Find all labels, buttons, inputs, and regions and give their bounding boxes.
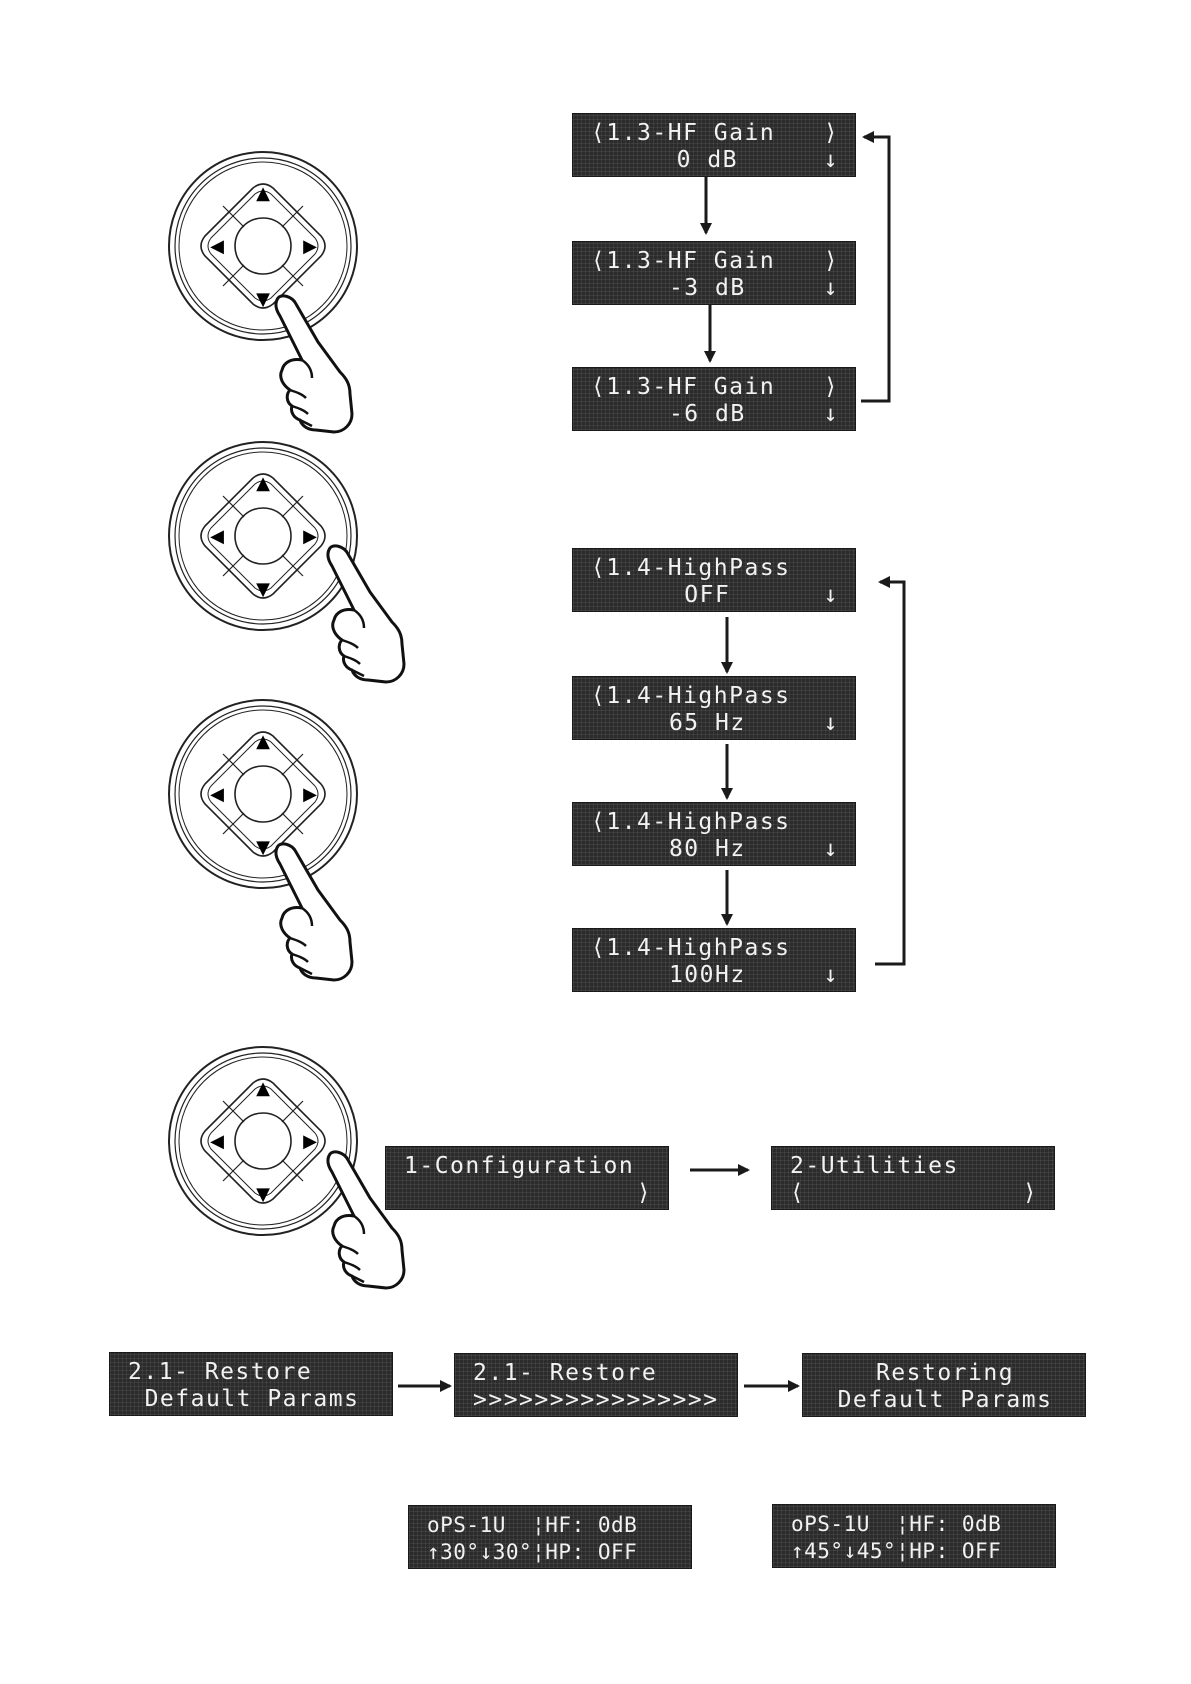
lcd-value: 65 Hz [668,710,746,736]
pad-right-icon: ▶ [303,526,317,547]
pad-up-icon: ▲ [256,1078,270,1099]
right-bracket-icon: ⟩ [1022,1180,1038,1206]
lcd-value: OFF [684,582,731,608]
pad-up-icon: ▲ [256,731,270,752]
lcd-line1: 2.1- Restore [128,1359,313,1385]
lcd-restore-step2: 2.1- Restore >>>>>>>>>>>>>>>> [454,1353,738,1417]
pad-left-icon: ◀ [210,236,224,257]
loop-back-arrow [875,576,906,966]
loop-back-arrow [861,131,891,403]
down-arrow-icon: ↓ [823,401,839,427]
lcd-line1: ⟨1.4-HighPass [591,809,791,835]
pad-left-icon: ◀ [210,784,224,805]
highpass-arrows [721,576,906,966]
lcd-highpass-100hz: ⟨1.4-HighPass 100Hz ↓ [572,928,856,992]
lcd-line1: oPS-1U ¦HF: 0dB [427,1513,638,1537]
lcd-line1: 1-Configuration [404,1153,635,1179]
lcd-utilities: 2-Utilities ⟨ ⟩ [771,1146,1055,1210]
lcd-line1: 2.1- Restore [473,1360,658,1386]
down-arrow-icon: ↓ [823,147,839,173]
lcd-line2: Default Params [837,1387,1053,1413]
right-bracket-icon: ⟩ [636,1180,652,1206]
lcd-restore-step3: Restoring Default Params [802,1353,1086,1417]
pointing-hand-icon [326,544,406,684]
lcd-status-45deg: oPS-1U ¦HF: 0dB ↑45°↓45°¦HP: OFF [772,1504,1056,1568]
lcd-line2: ↑30°↓30°¦HP: OFF [427,1540,638,1564]
lcd-line1: ⟨1.3-HF Gain [591,374,776,400]
down-arrow-icon: ↓ [823,710,839,736]
lcd-line1: ⟨1.4-HighPass [591,935,791,961]
lcd-value: -3 dB [668,275,746,301]
lcd-line2: Default Params [144,1386,360,1412]
nav-pad-right-1: ▲ ▼ ◀ ▶ [168,441,406,684]
lcd-right-bracket: ⟩ [823,374,839,400]
lcd-progress: >>>>>>>>>>>>>>>> [473,1387,719,1413]
lcd-line1: Restoring [875,1360,1015,1386]
left-bracket-icon: ⟨ [790,1180,806,1206]
pad-right-icon: ▶ [303,784,317,805]
lcd-right-bracket: ⟩ [823,120,839,146]
hf-gain-arrows [700,131,891,403]
nav-pad-down-2: ▲ ▼ ◀ ▶ [168,699,358,982]
lcd-line1: ⟨1.3-HF Gain [591,248,776,274]
nav-pad-down-1: ▲ ▼ ◀ ▶ [168,151,358,434]
pad-left-icon: ◀ [210,526,224,547]
pad-right-icon: ▶ [303,1131,317,1152]
down-arrow-icon: ↓ [823,836,839,862]
pad-down-icon: ▼ [256,579,270,600]
pad-up-icon: ▲ [256,473,270,494]
lcd-value: 80 Hz [668,836,746,862]
lcd-highpass-off: ⟨1.4-HighPass OFF ↓ [572,548,856,612]
lcd-restore-step1: 2.1- Restore Default Params [109,1352,393,1416]
lcd-line1: ⟨1.4-HighPass [591,683,791,709]
lcd-hf-gain-minus6db: ⟨1.3-HF Gain ⟩ -6 dB ↓ [572,367,856,431]
lcd-value: -6 dB [668,401,746,427]
down-arrow-icon: ↓ [823,582,839,608]
lcd-value: 100Hz [668,962,746,988]
lcd-line1: oPS-1U ¦HF: 0dB [791,1512,1002,1536]
lcd-hf-gain-0db: ⟨1.3-HF Gain ⟩ 0 dB ↓ [572,113,856,177]
down-arrow-icon: ↓ [823,962,839,988]
pad-up-icon: ▲ [256,183,270,204]
lcd-line1: ⟨1.4-HighPass [591,555,791,581]
lcd-configuration: 1-Configuration ⟩ [385,1146,669,1210]
lcd-value: 0 dB [676,147,739,173]
lcd-right-bracket: ⟩ [823,248,839,274]
pad-right-icon: ▶ [303,236,317,257]
lcd-status-30deg: oPS-1U ¦HF: 0dB ↑30°↓30°¦HP: OFF [408,1505,692,1569]
pad-down-icon: ▼ [256,837,270,858]
pad-down-icon: ▼ [256,1184,270,1205]
lcd-hf-gain-minus3db: ⟨1.3-HF Gain ⟩ -3 dB ↓ [572,241,856,305]
lcd-line2: ↑45°↓45°¦HP: OFF [791,1539,1002,1563]
pad-left-icon: ◀ [210,1131,224,1152]
nav-pad-right-2: ▲ ▼ ◀ ▶ [168,1046,406,1290]
lcd-highpass-65hz: ⟨1.4-HighPass 65 Hz ↓ [572,676,856,740]
pad-down-icon: ▼ [256,289,270,310]
down-arrow-icon: ↓ [823,275,839,301]
lcd-highpass-80hz: ⟨1.4-HighPass 80 Hz ↓ [572,802,856,866]
lcd-line1: 2-Utilities [790,1153,959,1179]
lcd-line1: ⟨1.3-HF Gain [591,120,776,146]
